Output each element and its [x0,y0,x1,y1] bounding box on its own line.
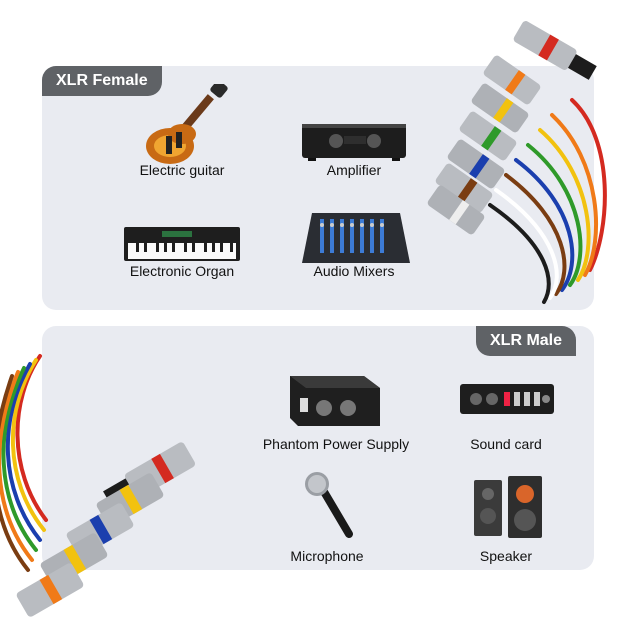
mixer-icon [264,185,444,263]
microphone-label: Microphone [290,548,364,564]
amplifier-icon [264,84,444,161]
item-phantom-power: Phantom Power Supply [246,358,426,452]
microphone-icon [237,470,417,542]
xlr-female-tag: XLR Female [42,66,162,96]
sound-card-label: Sound card [470,436,542,452]
item-speaker: Speaker [416,470,596,564]
item-audio-mixers: Audio Mixers [264,185,444,279]
phantom-power-label: Phantom Power Supply [262,436,410,452]
amplifier-label: Amplifier [326,162,382,178]
keyboard-icon [92,185,272,261]
xlr-male-tag: XLR Male [476,326,577,356]
electric-guitar-icon [92,84,272,164]
speaker-icon [416,470,596,542]
electric-guitar-label: Electric guitar [139,162,225,178]
phantom-power-icon [246,358,426,430]
item-electric-guitar: Electric guitar [92,84,272,178]
item-sound-card: Sound card [416,358,596,452]
item-electronic-organ: Electronic Organ [92,185,272,279]
audio-mixers-label: Audio Mixers [313,263,395,279]
sound-card-icon [416,358,596,430]
speaker-label: Speaker [479,548,533,564]
electronic-organ-label: Electronic Organ [129,263,235,279]
item-microphone: Microphone [237,470,417,564]
item-amplifier: Amplifier [264,84,444,178]
